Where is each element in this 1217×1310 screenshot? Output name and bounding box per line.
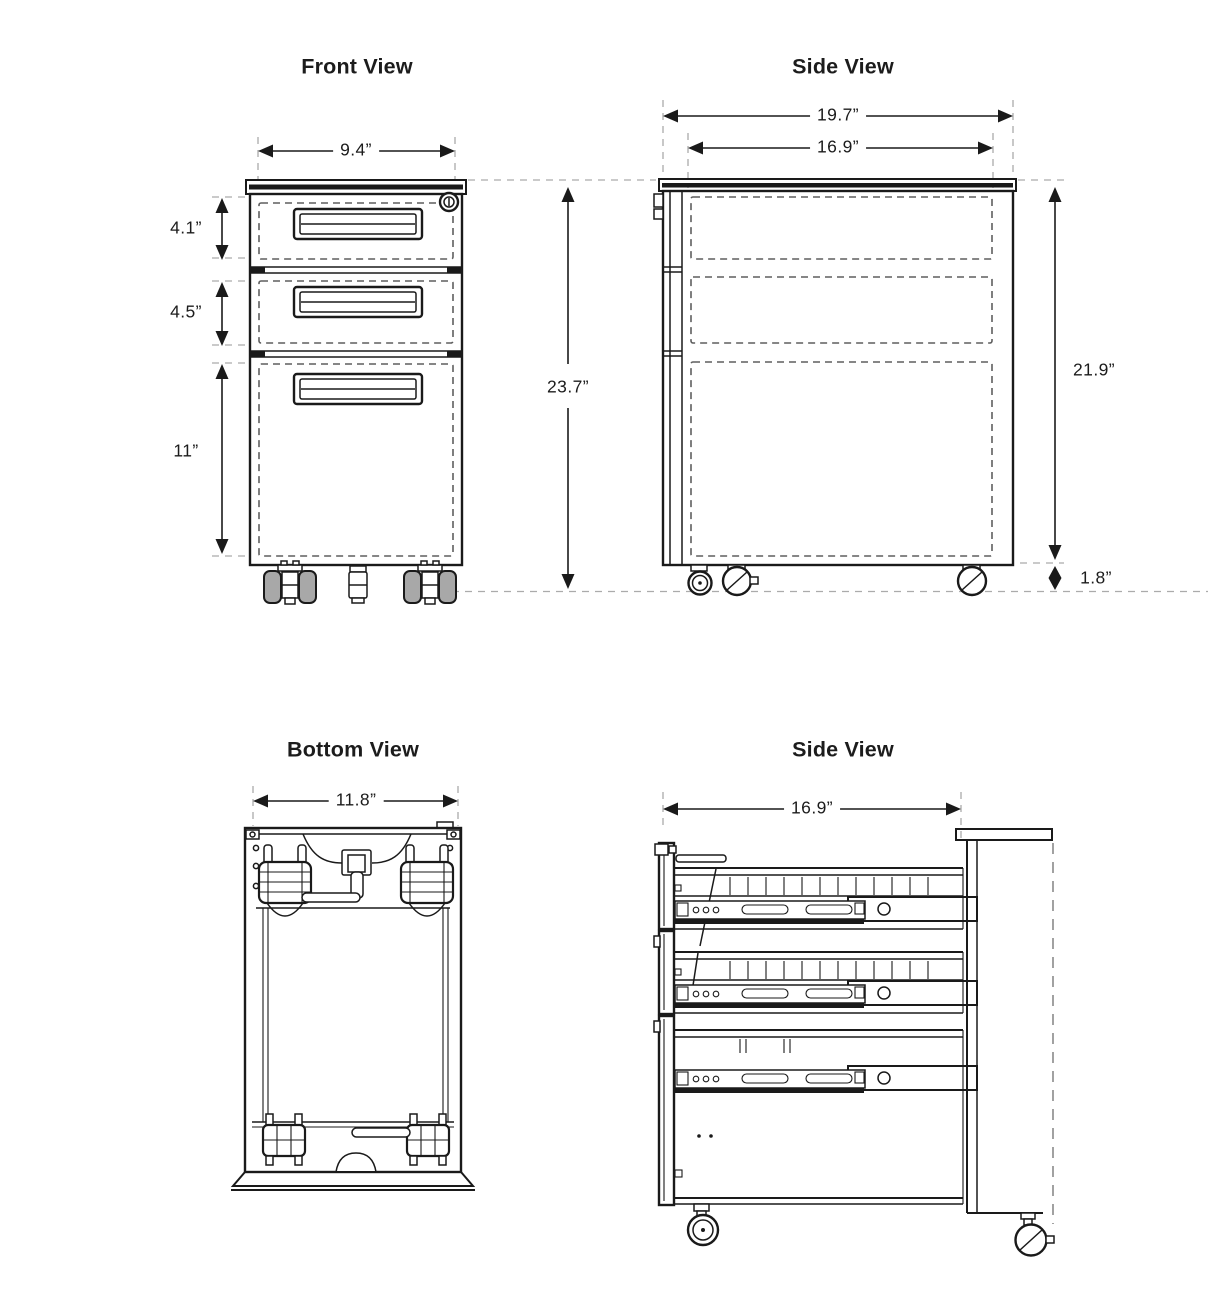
- extended-drawer: [654, 841, 978, 931]
- caster-icon: [348, 565, 368, 604]
- extended-drawer: [653, 929, 978, 1016]
- caster-icon: [1014, 1212, 1055, 1257]
- caster-icon: [687, 564, 713, 596]
- drawer-handle: [292, 207, 424, 241]
- caster-icon: [686, 1203, 720, 1247]
- caster-icon: [956, 564, 988, 597]
- dim-body-height: 21.9”: [1066, 359, 1122, 381]
- key-icon: [654, 843, 727, 863]
- dim-drawer3-height: 11”: [166, 440, 206, 462]
- drawer-handle: [292, 285, 424, 319]
- bottom-view-title: Bottom View: [286, 737, 420, 762]
- dim-bottom-width: 11.8”: [328, 789, 384, 811]
- dim-drawer1-height: 4.1”: [163, 217, 209, 239]
- dim-drawer-extension: 16.9”: [784, 797, 840, 819]
- caster-icon: [257, 844, 313, 917]
- extended-drawer: [653, 1014, 978, 1247]
- caster-icon: [399, 844, 455, 917]
- dim-drawer2-height: 4.5”: [163, 301, 209, 323]
- side-view-open-drawing: [653, 792, 1055, 1257]
- dim-total-height: 23.7”: [540, 376, 596, 398]
- caster-icon: [403, 560, 457, 605]
- reference-lines: [452, 179, 1208, 593]
- dim-drawer-depth: 16.9”: [810, 136, 866, 158]
- latch-mechanism: [341, 849, 372, 899]
- drawer-handle: [292, 372, 424, 406]
- dim-caster-height: 1.8”: [1073, 567, 1119, 589]
- lock-icon: [438, 191, 460, 213]
- dim-front-width: 9.4”: [333, 139, 379, 161]
- caster-icon: [261, 1113, 307, 1166]
- caster-icon: [263, 560, 317, 605]
- bottom-view-drawing: [230, 786, 476, 1191]
- dim-overall-depth: 19.7”: [810, 104, 866, 126]
- caster-icon: [721, 564, 759, 597]
- side-open-view-title: Side View: [792, 737, 894, 762]
- side-view-drawing: [653, 100, 1062, 597]
- front-view-title: Front View: [301, 54, 413, 79]
- front-view-drawing: [212, 137, 575, 605]
- caster-icon: [405, 1113, 451, 1166]
- side-view-title: Side View: [792, 54, 894, 79]
